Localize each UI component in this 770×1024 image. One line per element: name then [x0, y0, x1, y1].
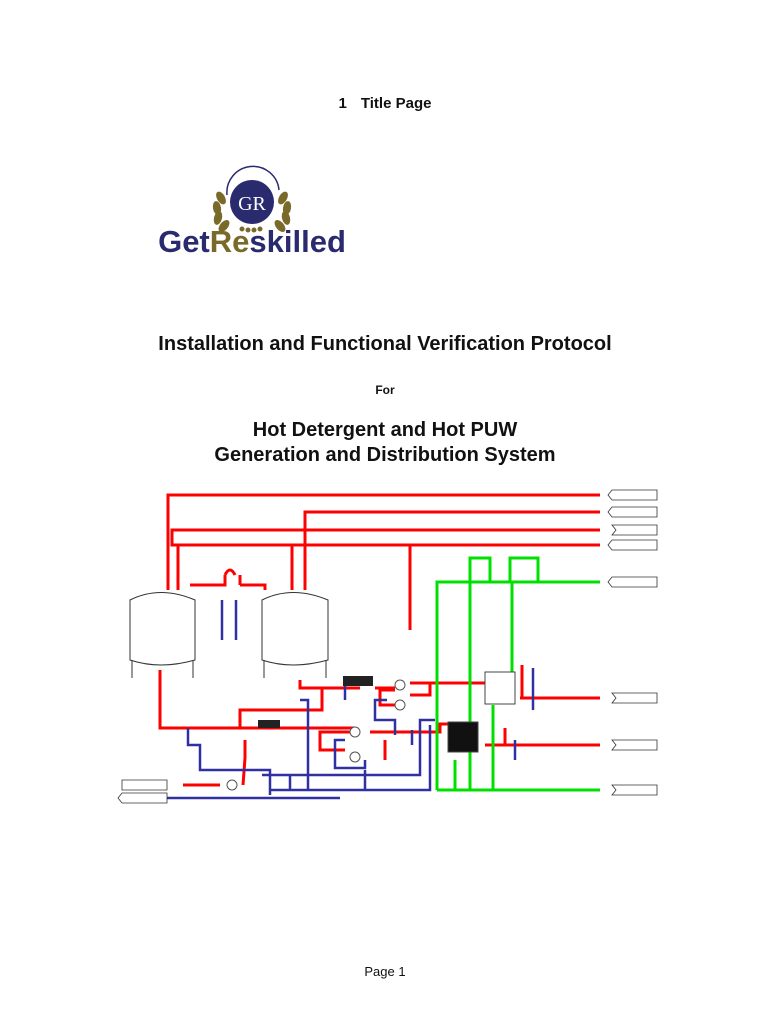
- heat-exchanger-2: [447, 721, 479, 753]
- monogram-emblem-icon: [230, 180, 274, 224]
- document-subtitle: Hot Detergent and Hot PUW Generation and…: [0, 418, 770, 468]
- logo-monogram: GR: [238, 193, 266, 215]
- tank-left: [129, 592, 196, 678]
- drain-lines: [122, 600, 535, 800]
- section-heading: 1 Title Page: [0, 95, 770, 112]
- heat-exchanger-1: [484, 671, 516, 705]
- subtitle-line-2: Generation and Distribution System: [214, 444, 556, 466]
- pump-icon: [394, 679, 406, 691]
- section-title: Title Page: [360, 95, 432, 112]
- subtitle-line-1: Hot Detergent and Hot PUW: [252, 419, 518, 441]
- logo-wordmark: GetReskilled: [158, 224, 346, 259]
- section-number: 1: [338, 95, 347, 112]
- pump-icon: [349, 726, 361, 738]
- getreskilled-logo: GR GetReskilled: [127, 140, 377, 310]
- process-flow-diagram: [110, 482, 670, 812]
- hot-water-lines: [158, 493, 600, 787]
- tank-right: [261, 592, 329, 678]
- cooling-water-lines: [435, 556, 600, 792]
- heater-2: [258, 720, 280, 728]
- laurel-wreath-icon: [212, 191, 292, 233]
- pump-icon: [349, 751, 361, 763]
- for-label: For: [375, 383, 395, 397]
- heater-1: [343, 676, 373, 686]
- pump-icon: [394, 699, 406, 711]
- off-page-connectors: [117, 489, 658, 804]
- document-title: Installation and Functional Verification…: [158, 333, 612, 355]
- pump-icon: [226, 779, 238, 791]
- page-number: Page 1: [364, 964, 406, 979]
